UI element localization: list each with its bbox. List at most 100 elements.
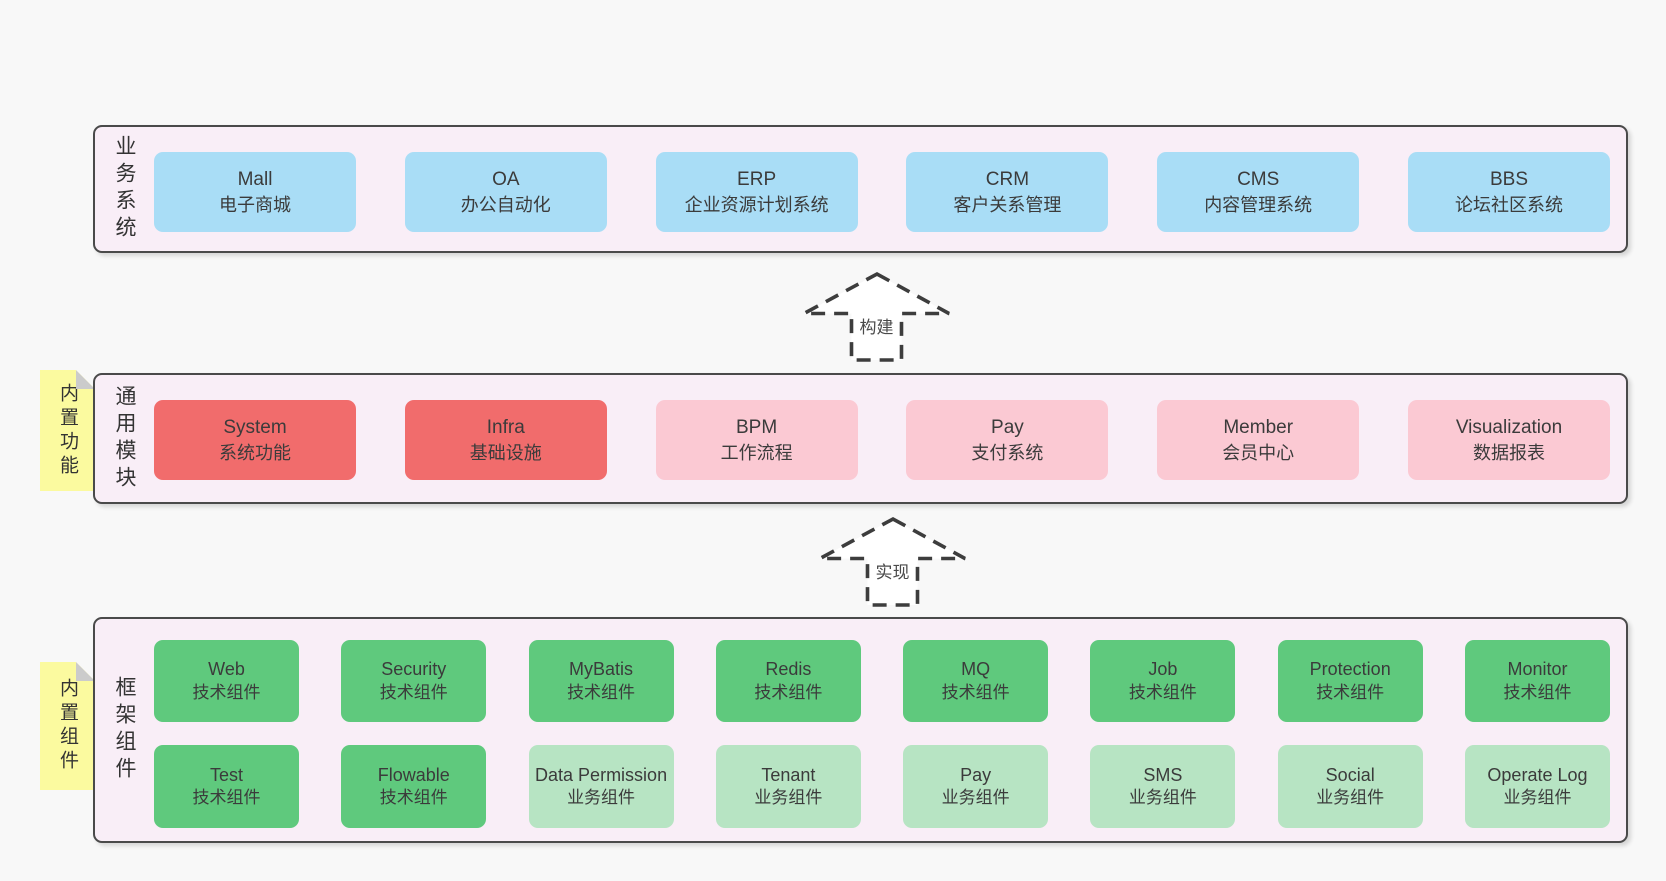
box-title: Security xyxy=(381,659,447,680)
framework-components-row-2: Test 技术组件 Flowable 技术组件 Data Permission … xyxy=(154,745,1610,828)
build-arrow-label: 构建 xyxy=(856,312,897,339)
business-systems-row: Mall 电子商城 OA 办公自动化 ERP 企业资源计划系统 CRM 客户关系… xyxy=(154,152,1610,232)
box-data-permission: Data Permission 业务组件 xyxy=(528,745,674,828)
box-title: Visualization xyxy=(1455,417,1563,439)
common-modules-row: System 系统功能 Infra 基础设施 BPM 工作流程 Pay 支付系统… xyxy=(154,400,1610,480)
common-modules-label: 通用模块 xyxy=(113,384,136,493)
box-bpm: BPM 工作流程 xyxy=(655,400,858,480)
box-title: Job xyxy=(1148,659,1178,680)
builtin-features-note-text: 内置功能 xyxy=(57,382,78,479)
box-title: CRM xyxy=(985,169,1030,191)
box-cms: CMS 内容管理系统 xyxy=(1157,152,1360,232)
box-social: Social 业务组件 xyxy=(1277,745,1423,828)
box-crm: CRM 客户关系管理 xyxy=(906,152,1109,232)
box-mq: MQ 技术组件 xyxy=(903,640,1049,722)
box-security: Security 技术组件 xyxy=(341,640,487,722)
business-systems-container: 业务系统 Mall 电子商城 OA 办公自动化 ERP 企业资源计划系统 CRM… xyxy=(93,125,1628,253)
box-job: Job 技术组件 xyxy=(1090,640,1236,722)
box-operate-log: Operate Log 业务组件 xyxy=(1464,745,1610,828)
box-subtitle: 企业资源计划系统 xyxy=(684,194,829,215)
box-subtitle: 系统功能 xyxy=(219,442,291,463)
framework-components-container: 框架组件 Web 技术组件 Security 技术组件 MyBatis 技术组件… xyxy=(93,617,1628,843)
box-mall: Mall 电子商城 xyxy=(154,152,356,232)
common-modules-container: 通用模块 System 系统功能 Infra 基础设施 BPM 工作流程 Pay… xyxy=(93,373,1628,504)
box-title: Redis xyxy=(765,659,812,680)
box-title: Mall xyxy=(237,169,273,191)
box-title: Protection xyxy=(1309,659,1391,680)
box-title: Member xyxy=(1223,417,1294,439)
box-subtitle: 业务组件 xyxy=(1128,788,1197,808)
box-title: Infra xyxy=(486,417,525,439)
box-test: Test 技术组件 xyxy=(154,745,299,828)
box-subtitle: 业务组件 xyxy=(754,788,823,808)
builtin-components-note: 内置组件 xyxy=(40,662,95,790)
box-title: System xyxy=(223,417,287,439)
box-subtitle: 办公自动化 xyxy=(460,194,551,215)
box-title: Pay xyxy=(960,764,992,785)
box-bbs: BBS 论坛社区系统 xyxy=(1407,152,1610,232)
box-oa: OA 办公自动化 xyxy=(404,152,607,232)
box-title: Web xyxy=(208,659,245,680)
box-subtitle: 技术组件 xyxy=(379,682,448,702)
box-subtitle: 技术组件 xyxy=(754,682,823,702)
box-monitor: Monitor 技术组件 xyxy=(1464,640,1610,722)
box-subtitle: 基础设施 xyxy=(469,442,542,463)
box-title: Flowable xyxy=(377,764,450,785)
implement-arrow: 实现 xyxy=(816,515,969,609)
box-subtitle: 论坛社区系统 xyxy=(1454,194,1563,215)
builtin-features-note: 内置功能 xyxy=(40,370,95,491)
box-tenant: Tenant 业务组件 xyxy=(715,745,861,828)
implement-arrow-label: 实现 xyxy=(872,557,913,584)
box-subtitle: 技术组件 xyxy=(379,788,448,808)
box-subtitle: 技术组件 xyxy=(941,682,1010,702)
box-subtitle: 支付系统 xyxy=(971,442,1044,463)
box-subtitle: 技术组件 xyxy=(567,682,636,702)
box-title: SMS xyxy=(1143,764,1183,785)
box-subtitle: 数据报表 xyxy=(1472,442,1545,463)
box-system: System 系统功能 xyxy=(154,400,356,480)
box-title: MQ xyxy=(961,659,991,680)
box-title: Pay xyxy=(991,417,1024,439)
box-subtitle: 技术组件 xyxy=(192,682,261,702)
box-subtitle: 内容管理系统 xyxy=(1204,194,1313,215)
box-subtitle: 业务组件 xyxy=(1316,788,1385,808)
box-subtitle: 电子商城 xyxy=(219,194,291,215)
box-title: Test xyxy=(209,764,243,785)
box-subtitle: 技术组件 xyxy=(192,788,261,808)
box-subtitle: 业务组件 xyxy=(567,788,636,808)
box-flowable: Flowable 技术组件 xyxy=(341,745,487,828)
box-title: BPM xyxy=(736,417,778,439)
box-title: Data Permission xyxy=(535,764,668,785)
builtin-components-note-text: 内置组件 xyxy=(57,678,78,774)
box-subtitle: 会员中心 xyxy=(1222,442,1295,463)
box-title: CMS xyxy=(1237,169,1280,191)
box-sms: SMS 业务组件 xyxy=(1090,745,1236,828)
box-title: Operate Log xyxy=(1487,764,1588,785)
box-pay-system: Pay 支付系统 xyxy=(906,400,1109,480)
box-infra: Infra 基础设施 xyxy=(404,400,607,480)
build-arrow: 构建 xyxy=(800,270,953,364)
box-pay-component: Pay 业务组件 xyxy=(903,745,1049,828)
business-systems-label: 业务系统 xyxy=(113,135,136,243)
box-title: Social xyxy=(1325,764,1375,785)
box-title: ERP xyxy=(737,169,777,191)
box-mybatis: MyBatis 技术组件 xyxy=(528,640,674,722)
box-visualization: Visualization 数据报表 xyxy=(1407,400,1610,480)
box-subtitle: 技术组件 xyxy=(1316,682,1385,702)
box-web: Web 技术组件 xyxy=(154,640,299,722)
box-subtitle: 技术组件 xyxy=(1128,682,1197,702)
framework-components-row-1: Web 技术组件 Security 技术组件 MyBatis 技术组件 Redi… xyxy=(154,640,1610,722)
box-erp: ERP 企业资源计划系统 xyxy=(655,152,858,232)
box-subtitle: 客户关系管理 xyxy=(953,194,1062,215)
box-title: Tenant xyxy=(761,764,816,785)
box-subtitle: 业务组件 xyxy=(941,788,1010,808)
box-member: Member 会员中心 xyxy=(1157,400,1360,480)
box-subtitle: 工作流程 xyxy=(720,442,793,463)
box-subtitle: 业务组件 xyxy=(1503,788,1572,808)
box-title: MyBatis xyxy=(569,659,634,680)
box-title: Monitor xyxy=(1507,659,1568,680)
box-title: BBS xyxy=(1489,169,1528,191)
box-protection: Protection 技术组件 xyxy=(1277,640,1423,722)
box-title: OA xyxy=(492,169,520,191)
framework-components-label: 框架组件 xyxy=(113,676,136,784)
